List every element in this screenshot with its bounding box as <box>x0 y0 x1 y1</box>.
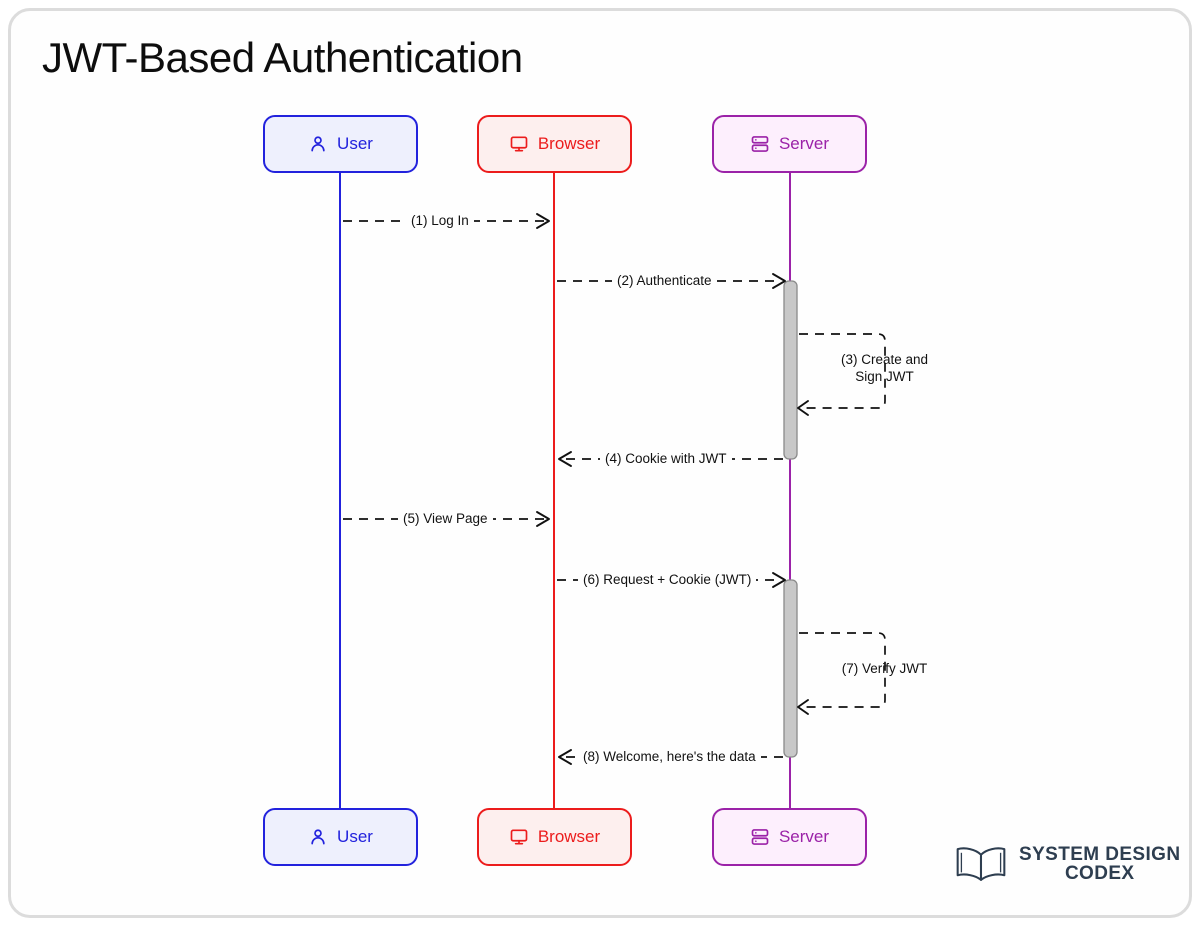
arrow-head-3 <box>797 400 809 416</box>
activation-bar-server-2 <box>783 579 798 758</box>
arrow-head-5 <box>536 511 550 527</box>
message-label-6: (6) Request + Cookie (JWT) <box>578 572 757 587</box>
message-label-3-line1: (3) Create and <box>840 352 929 367</box>
message-label-4: (4) Cookie with JWT <box>600 451 732 466</box>
message-label-2: (2) Authenticate <box>612 273 717 288</box>
arrow-head-4 <box>558 451 572 467</box>
actor-label-server: Server <box>778 827 830 846</box>
actor-box-browser-bottom[interactable]: Browser <box>477 808 632 866</box>
actor-box-browser-top[interactable]: Browser <box>477 115 632 173</box>
server-stack-icon <box>750 134 770 154</box>
logo-text: SYSTEM DESIGN CODEX <box>1019 845 1180 883</box>
actor-label-server: Server <box>778 134 830 153</box>
actor-label-browser: Browser <box>537 827 601 846</box>
message-label-7-line1: (7) Verify JWT <box>841 661 928 676</box>
message-label-1: (1) Log In <box>406 213 474 228</box>
message-label-5: (5) View Page <box>398 511 493 526</box>
actor-box-user-top[interactable]: User <box>263 115 418 173</box>
self-loop-3 <box>799 333 886 409</box>
person-icon <box>308 134 328 154</box>
self-loop-7 <box>799 632 886 708</box>
message-label-3: (3) Create and Sign JWT <box>812 351 957 385</box>
activation-bar-server-1 <box>783 280 798 460</box>
arrow-head-7 <box>797 699 809 715</box>
arrow-head-6 <box>772 572 786 588</box>
logo-line-1: SYSTEM DESIGN <box>1019 844 1181 865</box>
message-label-7: (7) Verify JWT <box>812 660 957 677</box>
actor-box-server-bottom[interactable]: Server <box>712 808 867 866</box>
actor-label-browser: Browser <box>537 134 601 153</box>
actor-box-server-top[interactable]: Server <box>712 115 867 173</box>
brand-logo: SYSTEM DESIGN CODEX <box>953 843 1180 885</box>
monitor-icon <box>509 134 529 154</box>
actor-label-user: User <box>337 134 373 153</box>
actor-label-user: User <box>337 827 373 846</box>
arrow-head-8 <box>558 749 572 765</box>
arrow-head-2 <box>772 273 786 289</box>
open-book-icon <box>953 843 1009 885</box>
page-title: JWT-Based Authentication <box>42 34 523 81</box>
message-label-3-line2: Sign JWT <box>855 369 914 384</box>
server-stack-icon <box>750 827 770 847</box>
arrow-head-1 <box>536 213 550 229</box>
logo-line-2: CODEX <box>1064 863 1135 884</box>
person-icon <box>308 827 328 847</box>
actor-box-user-bottom[interactable]: User <box>263 808 418 866</box>
monitor-icon <box>509 827 529 847</box>
message-label-8: (8) Welcome, here's the data <box>578 749 761 764</box>
